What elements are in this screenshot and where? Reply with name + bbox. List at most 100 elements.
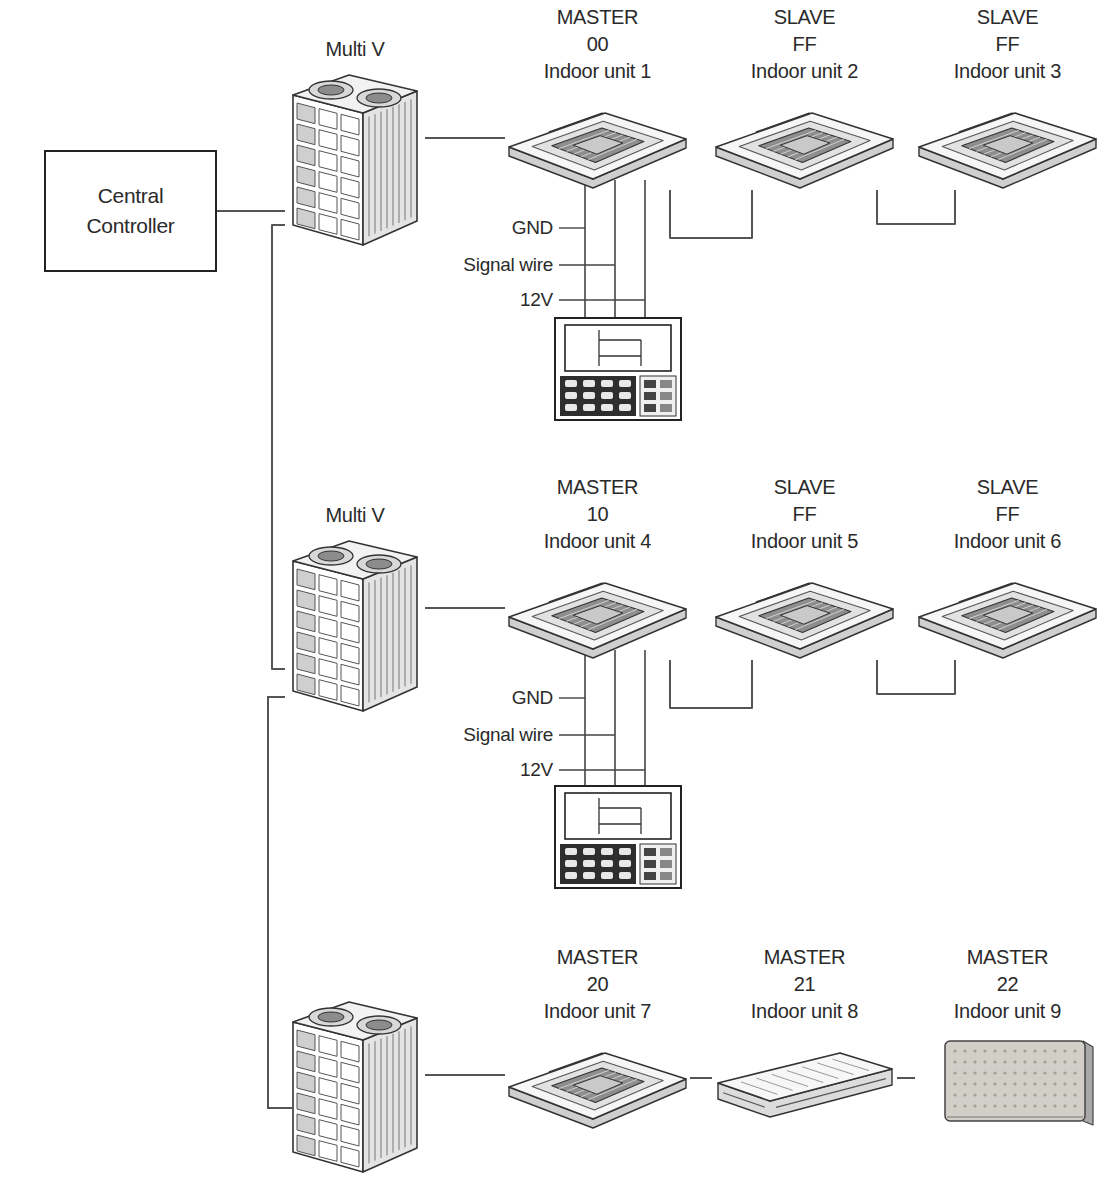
front-texture — [1053, 1082, 1056, 1085]
front-texture — [1043, 1049, 1046, 1052]
panel-ring — [942, 121, 1073, 170]
front-panel — [297, 1114, 315, 1135]
leader-line — [559, 734, 615, 735]
unit-role: MASTER — [557, 4, 639, 31]
front-panel — [341, 219, 359, 240]
transmission-wire — [425, 1074, 505, 1076]
front-panel — [319, 659, 337, 680]
front-texture — [953, 1071, 956, 1074]
front-texture — [963, 1049, 966, 1052]
front-panel — [319, 1099, 337, 1120]
front-texture — [993, 1071, 996, 1074]
front-texture — [993, 1104, 996, 1107]
panel-ring — [739, 121, 870, 170]
unit-role: SLAVE — [977, 474, 1039, 501]
front-panel — [297, 145, 315, 166]
side-grille — [381, 1039, 382, 1158]
screen-segment — [640, 340, 641, 366]
key — [583, 860, 595, 867]
unit-title: Multi V — [325, 36, 384, 63]
front-texture — [1023, 1060, 1026, 1063]
side-grille — [405, 1029, 406, 1147]
fan-hub — [318, 551, 344, 561]
unit-illustration — [505, 1025, 690, 1130]
side-grille — [393, 573, 394, 692]
front-panel — [319, 1141, 337, 1162]
front-panel — [341, 622, 359, 643]
remote-body — [555, 786, 681, 888]
intake-grille — [552, 1068, 644, 1102]
filter-centre — [780, 136, 830, 155]
filter-centre — [573, 1076, 623, 1095]
transmission-wire — [272, 225, 285, 669]
front-texture — [1023, 1093, 1026, 1096]
intake-grille — [552, 598, 644, 632]
fan-hub — [366, 559, 392, 569]
signal-name: 12V — [518, 288, 555, 312]
unit-role: SLAVE — [774, 474, 836, 501]
front-texture — [953, 1104, 956, 1107]
front-panel — [297, 632, 315, 653]
front-texture — [1053, 1060, 1056, 1063]
front-panel — [341, 1125, 359, 1146]
grille-bar — [984, 135, 1033, 154]
front-texture — [983, 1082, 986, 1085]
filter-centre — [983, 136, 1033, 155]
unit-illustration — [915, 555, 1100, 660]
panel-face — [509, 583, 686, 649]
front-texture — [1033, 1060, 1036, 1063]
panel-face — [509, 1053, 686, 1119]
front-panel — [319, 680, 337, 701]
unit-role: MASTER — [557, 474, 639, 501]
front-panel — [319, 151, 337, 172]
transmission-wire — [897, 1077, 915, 1079]
front-panel — [319, 1078, 337, 1099]
unit-address: 22 — [997, 971, 1019, 998]
key — [565, 860, 577, 867]
unit-address: FF — [793, 31, 817, 58]
key — [601, 872, 613, 879]
front-texture — [1023, 1104, 1026, 1107]
unit-role: MASTER — [967, 944, 1049, 971]
front-panel — [297, 187, 315, 208]
panel-face — [919, 583, 1096, 649]
unit-illustration — [712, 85, 897, 190]
front-texture — [1013, 1060, 1016, 1063]
outdoor-unit-drawing — [293, 75, 417, 245]
front-texture — [1073, 1071, 1076, 1074]
front-texture — [1063, 1060, 1066, 1063]
unit-title: Multi V — [325, 502, 384, 529]
transmission-wire — [217, 210, 285, 212]
key — [565, 380, 577, 387]
screen-segment — [599, 807, 641, 808]
unit-name: Indoor unit 9 — [954, 998, 1061, 1025]
grille-bar — [574, 1075, 623, 1094]
unit-name: Indoor unit 2 — [751, 58, 858, 85]
screen-segment — [599, 355, 641, 356]
front-texture — [963, 1104, 966, 1107]
transmission-wire — [425, 137, 505, 139]
outdoor-unit-drawing — [293, 541, 417, 711]
unit-front — [945, 1041, 1085, 1121]
unit-role: SLAVE — [774, 4, 836, 31]
key — [601, 860, 613, 867]
front-panel — [319, 575, 337, 596]
keypad — [560, 376, 636, 416]
transmission-wire — [690, 1077, 712, 1079]
front-panel — [319, 596, 337, 617]
transmission-wire — [670, 190, 752, 238]
unit-top — [718, 1053, 892, 1101]
panel-face — [919, 113, 1096, 179]
front-panel — [319, 109, 337, 130]
outdoor-unit: Multi V — [285, 36, 425, 253]
cassette-drawing — [509, 113, 686, 188]
front-panel — [341, 1062, 359, 1083]
key — [601, 392, 613, 399]
signal-name: Signal wire — [461, 253, 555, 277]
front-texture — [1013, 1071, 1016, 1074]
front-texture — [983, 1093, 986, 1096]
indoor-unit: SLAVEFFIndoor unit 2 — [712, 4, 897, 190]
key-panel — [640, 844, 676, 884]
air-outlet — [723, 1093, 765, 1107]
filter-centre — [780, 606, 830, 625]
